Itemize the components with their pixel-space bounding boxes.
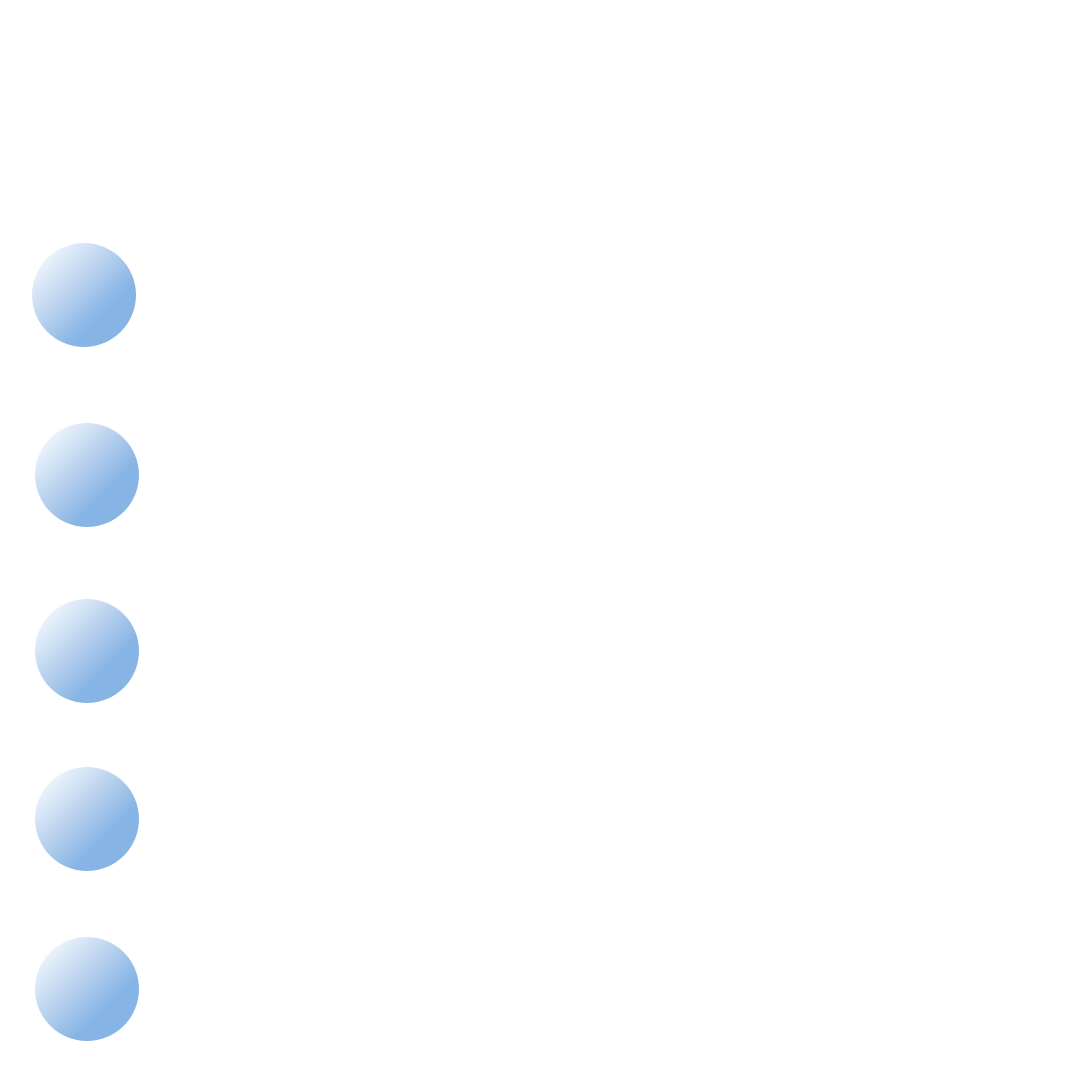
circle-bullet-icon bbox=[35, 767, 139, 871]
circle-bullet-icon bbox=[35, 423, 139, 527]
circle-bullet-icon bbox=[35, 937, 139, 1041]
circle-bullet-icon bbox=[32, 243, 136, 347]
circle-bullet-icon bbox=[35, 599, 139, 703]
